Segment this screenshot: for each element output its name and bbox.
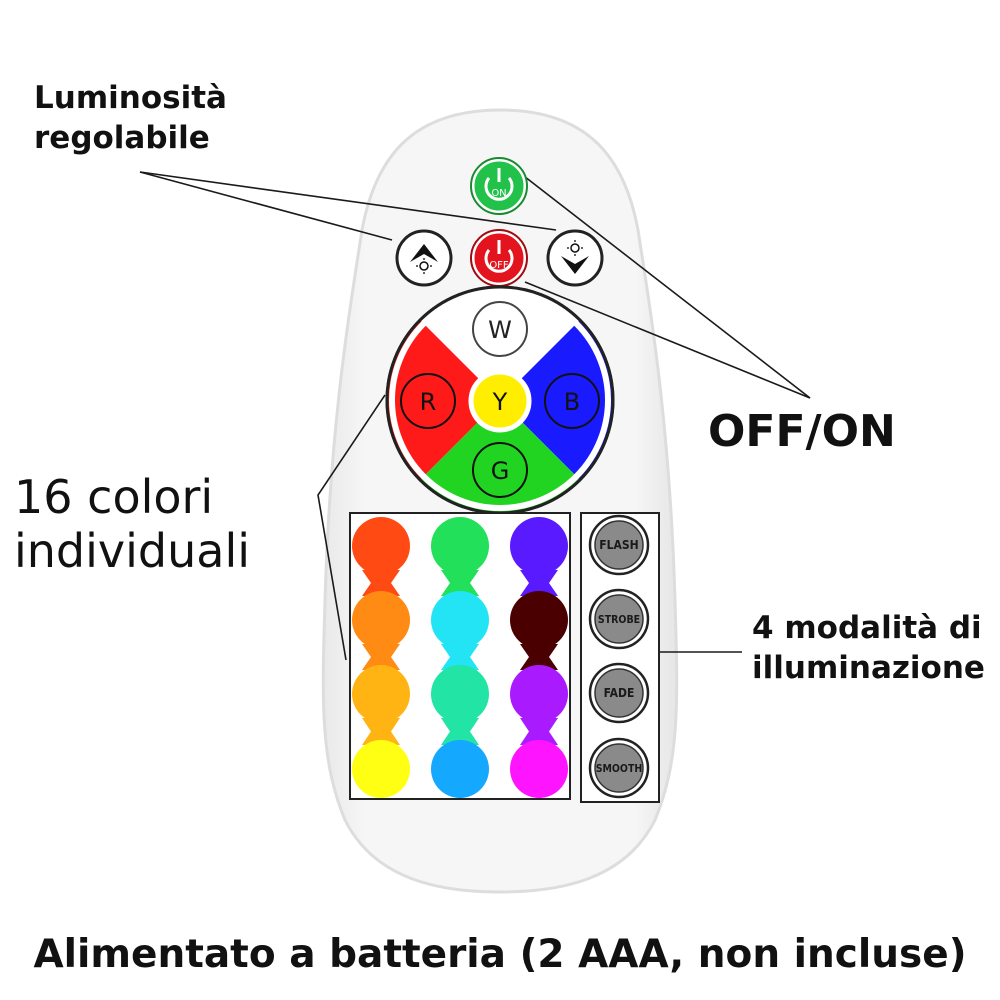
- color-button-r4-c1[interactable]: [352, 740, 410, 798]
- colors-annotation: 16 colori individuali: [14, 470, 250, 578]
- leader-lines: [139, 171, 811, 661]
- blue-button[interactable]: B: [544, 373, 600, 429]
- color-button-r3-c1[interactable]: [352, 665, 410, 723]
- brightness-down-icon: [561, 256, 589, 274]
- mode-button-label: SMOOTH: [596, 763, 643, 775]
- brightness-down-button[interactable]: [546, 229, 604, 287]
- connector-notch: [520, 718, 558, 745]
- mode-button-strobe[interactable]: STROBE: [588, 588, 650, 650]
- mode-button-label: STROBE: [598, 614, 640, 626]
- color-button-r1-c2[interactable]: [431, 517, 489, 575]
- mode-button-face: [594, 743, 644, 793]
- connector-notch: [520, 644, 558, 670]
- color-grid: [352, 517, 568, 798]
- green-button[interactable]: G: [472, 442, 528, 498]
- modes-annotation: 4 modalità di illuminazione: [752, 608, 985, 688]
- battery-annotation: Alimentato a batteria (2 AAA, non inclus…: [33, 932, 967, 977]
- color-button-r2-c2[interactable]: [431, 591, 489, 649]
- mode-button-face: [594, 520, 644, 570]
- modes-group: FLASH STROBE FADE SMOOTH: [588, 514, 650, 799]
- on-button-label: ON: [491, 188, 506, 199]
- modes-annotation-line-2: illuminazione: [752, 650, 985, 686]
- yellow-button[interactable]: Y: [468, 369, 532, 433]
- power-icon: [484, 249, 514, 273]
- color-button-r3-c2[interactable]: [431, 665, 489, 723]
- brightness-annotation: Luminosità regolabile: [34, 78, 227, 158]
- mode-button-fade[interactable]: FADE: [588, 662, 650, 724]
- mode-button-label: FLASH: [599, 538, 638, 552]
- color-button-r1-c3[interactable]: [510, 517, 568, 575]
- modes-annotation-line-1: 4 modalità di: [752, 610, 982, 646]
- white-button[interactable]: W: [472, 301, 528, 357]
- brightness-annotation-line-1: Luminosità: [34, 80, 227, 116]
- color-button-r1-c1[interactable]: [352, 517, 410, 575]
- red-button[interactable]: R: [400, 373, 456, 429]
- mode-button-label: FADE: [604, 686, 635, 700]
- color-button-r2-c3[interactable]: [510, 591, 568, 649]
- blue-button-label: B: [564, 388, 580, 416]
- connector-notch: [441, 718, 479, 745]
- connector-notch: [441, 644, 479, 670]
- mode-button-smooth[interactable]: SMOOTH: [588, 737, 650, 799]
- color-button-r3-c3[interactable]: [510, 665, 568, 723]
- green-button-label: G: [491, 457, 510, 485]
- connector-notch: [362, 644, 400, 670]
- mode-button-flash[interactable]: FLASH: [588, 514, 650, 576]
- colors-annotation-line-2: individuali: [14, 524, 251, 578]
- connector-notch: [362, 718, 400, 745]
- red-button-label: R: [420, 388, 437, 416]
- brightness-up-icon: [410, 244, 438, 262]
- colors-annotation-line-1: 16 colori: [14, 470, 214, 524]
- mode-button-face: [594, 594, 644, 644]
- on-button[interactable]: ON: [470, 157, 528, 215]
- connector-notch: [520, 570, 558, 596]
- power-icon: [484, 177, 514, 201]
- color-wheel: W R Y B G: [385, 285, 615, 515]
- color-button-r4-c2[interactable]: [431, 740, 489, 798]
- off-button[interactable]: OFF: [470, 229, 528, 287]
- connector-notch: [441, 570, 479, 596]
- off-button-label: OFF: [489, 260, 509, 271]
- brightness-annotation-line-2: regolabile: [34, 120, 210, 156]
- power-annotation: OFF/ON: [708, 406, 896, 457]
- color-button-r4-c3[interactable]: [510, 740, 568, 798]
- color-button-r2-c1[interactable]: [352, 591, 410, 649]
- white-button-label: W: [488, 316, 512, 344]
- yellow-button-label: Y: [492, 388, 508, 416]
- connector-notch: [362, 570, 400, 596]
- brightness-up-button[interactable]: [395, 229, 453, 287]
- mode-button-face: [594, 668, 644, 718]
